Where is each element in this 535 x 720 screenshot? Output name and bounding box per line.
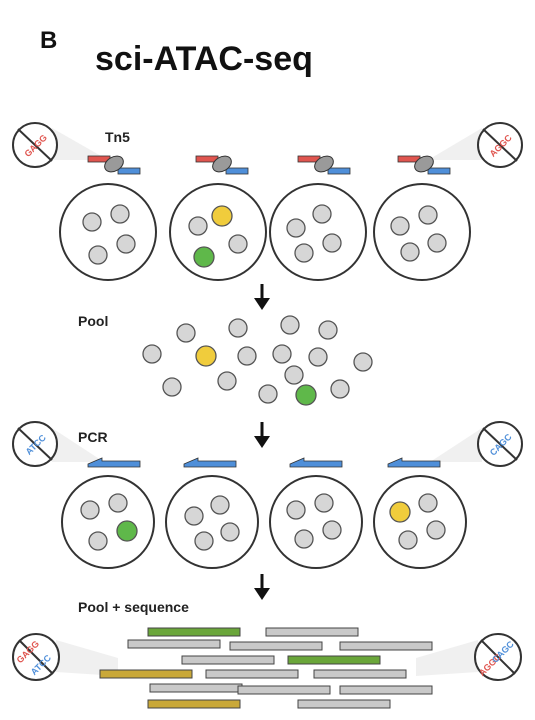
well-row1-1 (59, 183, 157, 281)
read-gray (181, 655, 275, 665)
nucleus (228, 234, 248, 254)
nucleus (194, 531, 214, 551)
nucleus (308, 347, 328, 367)
nucleus (286, 500, 306, 520)
tn5-transposome-1 (87, 155, 141, 175)
well-row1-3 (269, 183, 367, 281)
read-yellow (99, 669, 193, 679)
nucleus (400, 242, 420, 262)
nucleus (322, 233, 342, 253)
nucleus (210, 495, 230, 515)
nucleus (110, 204, 130, 224)
tn5-barcode-callout-right: AGGC (428, 122, 523, 168)
read-gray (339, 685, 433, 695)
nucleus (286, 218, 306, 238)
nucleus-green (295, 384, 317, 406)
well-row1-2 (169, 183, 267, 281)
nucleus (318, 320, 338, 340)
pcr-primer-3 (289, 457, 343, 468)
nucleus (398, 530, 418, 550)
nucleus (162, 377, 182, 397)
nucleus-yellow (211, 205, 233, 227)
read-green (147, 627, 241, 637)
nucleus (330, 379, 350, 399)
page-title: sci-ATAC-seq (95, 40, 313, 78)
nucleus (237, 346, 257, 366)
pcr-primer-4 (387, 457, 441, 468)
nucleus (427, 233, 447, 253)
read-gray (205, 669, 299, 679)
nucleus-green (116, 520, 138, 542)
nucleus (188, 216, 208, 236)
sequencing-reads (99, 627, 433, 709)
pooled-nuclei-1 (142, 315, 373, 406)
well-row2-1 (61, 475, 155, 569)
down-arrow-3 (254, 574, 270, 600)
pcr-primer-2 (183, 457, 237, 468)
final-barcode-callout-left: GAGG ATCC (12, 633, 118, 681)
nucleus (418, 493, 438, 513)
read-gray (229, 641, 323, 651)
nucleus (88, 531, 108, 551)
nucleus (108, 493, 128, 513)
nucleus (272, 344, 292, 364)
nucleus (258, 384, 278, 404)
nucleus-yellow (195, 345, 217, 367)
nucleus (228, 318, 248, 338)
nucleus (314, 493, 334, 513)
nucleus (220, 522, 240, 542)
nucleus (217, 371, 237, 391)
nucleus (116, 234, 136, 254)
nucleus (80, 500, 100, 520)
read-green (287, 655, 381, 665)
step-label-tn5: Tn5 (105, 129, 130, 145)
final-barcode-callout-right: AGGC CAGC (416, 633, 522, 681)
nucleus (418, 205, 438, 225)
nucleus (353, 352, 373, 372)
nucleus-green (193, 246, 215, 268)
nucleus (426, 520, 446, 540)
nucleus (82, 212, 102, 232)
read-gray (237, 685, 331, 695)
nucleus (294, 529, 314, 549)
nucleus-yellow (389, 501, 411, 523)
tn5-transposome-3 (297, 155, 351, 175)
well-row2-2 (165, 475, 259, 569)
well-row2-4 (373, 475, 467, 569)
tn5-transposome-4 (397, 155, 451, 175)
tn5-transposome-2 (195, 155, 249, 175)
tn5-barcode-callout-left: GAGG (12, 122, 108, 168)
nucleus (294, 243, 314, 263)
nucleus (322, 520, 342, 540)
read-yellow (147, 699, 241, 709)
step-label-pcr: PCR (78, 429, 108, 445)
step-label-pool: Pool (78, 313, 108, 329)
read-gray (265, 627, 359, 637)
read-gray (339, 641, 433, 651)
nucleus (184, 506, 204, 526)
nucleus (142, 344, 162, 364)
down-arrow-2 (254, 422, 270, 448)
panel-letter: B (40, 27, 57, 54)
nucleus (280, 315, 300, 335)
read-gray (149, 683, 243, 693)
down-arrow-1 (254, 284, 270, 310)
nucleus (88, 245, 108, 265)
well-row1-4 (373, 183, 471, 281)
pcr-barcode-callout-left: ATCC (12, 421, 104, 467)
well-row2-3 (269, 475, 363, 569)
pcr-barcode-callout-right: CAGC (430, 421, 523, 467)
nucleus (390, 216, 410, 236)
read-gray (313, 669, 407, 679)
read-gray (127, 639, 221, 649)
pcr-primer-1 (87, 457, 141, 468)
step-label-pool-sequence: Pool + sequence (78, 599, 189, 615)
nucleus (176, 323, 196, 343)
nucleus (312, 204, 332, 224)
read-gray (297, 699, 391, 709)
nucleus (284, 365, 304, 385)
